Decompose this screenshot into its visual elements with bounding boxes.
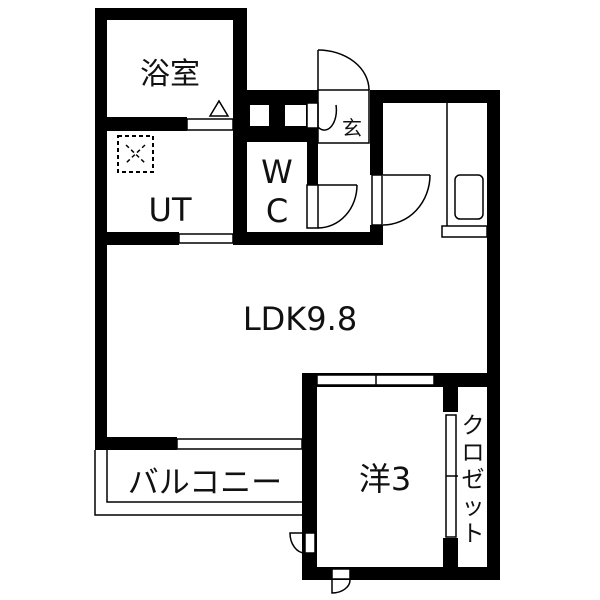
ventilation-icon — [117, 135, 154, 173]
wc-door[interactable] — [306, 184, 358, 229]
closet-doors[interactable] — [445, 414, 458, 538]
room-label-ldk: LDK9.8 — [243, 300, 357, 338]
ldk-door[interactable] — [371, 174, 431, 226]
closet-char: ク — [462, 413, 485, 439]
step-triangle-icon — [208, 99, 230, 117]
closet-char: ト — [462, 521, 485, 547]
bath-window — [186, 118, 234, 131]
room-label-entrance: 玄 — [342, 116, 362, 140]
balcony — [94, 450, 302, 516]
shoe-door — [317, 104, 338, 131]
room-label-western: 洋3 — [359, 460, 411, 498]
ut-opening — [178, 233, 234, 244]
kitchen-counter — [441, 103, 488, 238]
closet-char: ロ — [462, 440, 485, 466]
western-door[interactable] — [289, 532, 351, 594]
balcony-window — [176, 438, 303, 450]
room-label-balcony: バルコニー — [128, 465, 282, 501]
closet-char: ゼ — [462, 467, 485, 493]
room-label-wc-w: W — [261, 153, 293, 191]
room-label-closet: ク ロ ゼ ッ ト — [462, 413, 485, 547]
closet-char: ッ — [462, 494, 485, 520]
entrance-door[interactable] — [317, 49, 370, 144]
room-label-bath: 浴室 — [140, 57, 200, 92]
room-label-ut: UT — [149, 191, 192, 229]
room-label-wc-c: C — [266, 192, 288, 230]
